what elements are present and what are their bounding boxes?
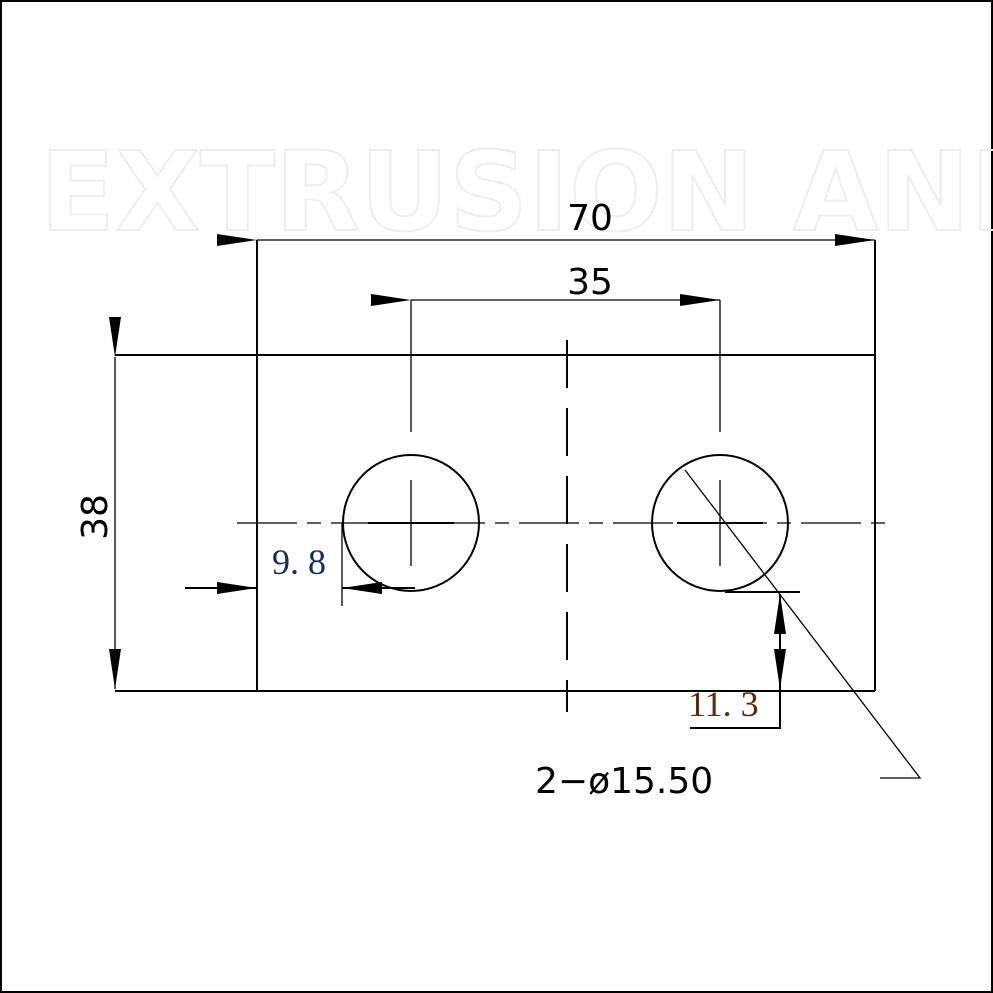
hole-callout-label: 2−ø15.50	[535, 761, 713, 802]
hole-callout-leader	[684, 469, 922, 779]
hole-left	[342, 454, 480, 592]
dim-label-11-3: 11. 3	[688, 684, 759, 724]
hole-right	[651, 454, 789, 592]
dim-label-35: 35	[567, 262, 613, 303]
dim-label-70: 70	[567, 198, 613, 239]
dim-label-9-8: 9. 8	[272, 542, 326, 582]
dim-leader-11-3	[690, 689, 781, 729]
watermark: EXTRUSION AND	[40, 128, 993, 256]
dim-label-38: 38	[75, 494, 116, 540]
